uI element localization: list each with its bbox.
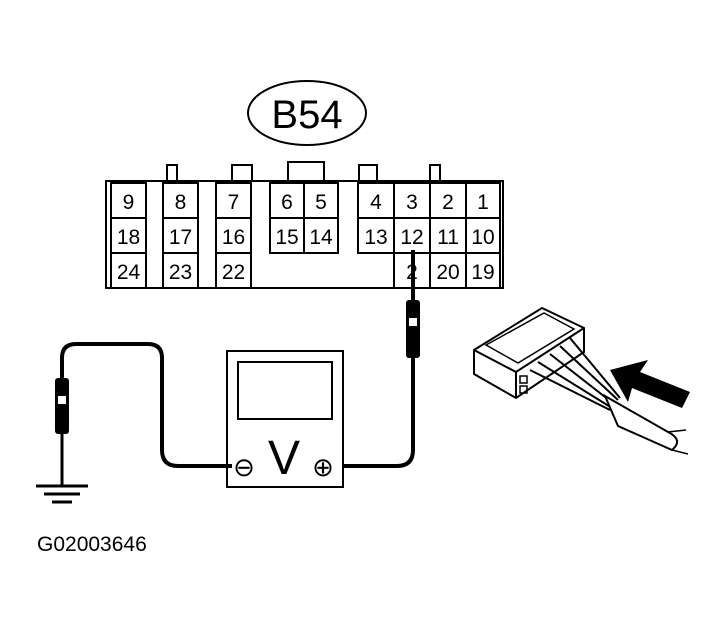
pin-cell (162, 252, 199, 289)
pin-label: 15 (275, 226, 298, 249)
ground-symbol-icon (36, 378, 88, 504)
pin-label: 19 (471, 261, 494, 284)
pin-label: 1 (477, 191, 489, 214)
pin-cell (303, 217, 339, 254)
arrow-icon (610, 360, 690, 408)
pin-label: 5 (315, 191, 327, 214)
pin-cell (215, 252, 252, 289)
pin-label: 22 (222, 261, 245, 284)
pin-label: 13 (364, 226, 387, 249)
connector-label-text: B54 (271, 93, 342, 137)
pin-label: 24 (117, 261, 141, 284)
negative-terminal: ⊖ (233, 452, 255, 482)
pin-cell (110, 252, 147, 289)
pin-label: 14 (309, 226, 333, 249)
voltmeter-symbol: V (268, 432, 300, 485)
connector-plug-icon (473, 306, 689, 455)
pin-label: 16 (222, 226, 245, 249)
pin-label: 18 (117, 226, 140, 249)
pin-label: 12 (400, 226, 423, 249)
probe-terminal-12 (406, 250, 420, 400)
pin-label: 17 (169, 226, 192, 249)
pin-label: 6 (281, 191, 293, 214)
figure-code: G02003646 (37, 533, 147, 556)
connector-b54: 98765432118171615141312111024232222019 (105, 161, 504, 289)
pin-label: 2 (442, 191, 454, 214)
pin-label: 20 (436, 261, 459, 284)
pin-label: 4 (370, 191, 382, 214)
pin-label: 7 (228, 191, 240, 214)
positive-lead (336, 398, 415, 468)
pin-label: 11 (437, 226, 459, 249)
pin-label: 3 (406, 191, 418, 214)
connector-label: B54 (247, 80, 367, 146)
pin-label: 8 (175, 191, 187, 214)
pin-label: 10 (471, 226, 494, 249)
pin-label: 23 (169, 261, 192, 284)
positive-terminal: ⊕ (312, 452, 334, 482)
negative-lead (60, 342, 232, 468)
voltmeter-display (237, 361, 333, 420)
pin-cell (465, 252, 501, 289)
voltmeter: V ⊖ ⊕ (226, 350, 344, 488)
pin-label: 9 (123, 191, 135, 214)
